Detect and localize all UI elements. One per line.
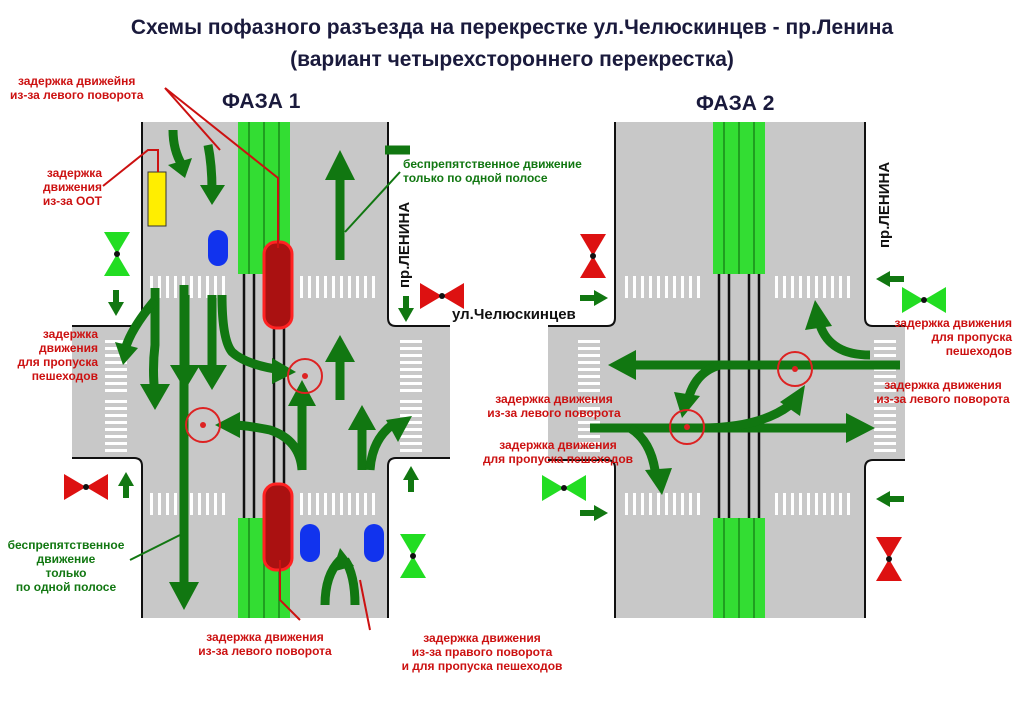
phase2-road bbox=[548, 122, 905, 618]
signal-red-bottom-right-2 bbox=[876, 537, 902, 581]
phase1-conflict-points bbox=[185, 358, 323, 443]
signal-green-bottom-right bbox=[400, 534, 426, 578]
signal-red-top-left-2 bbox=[580, 234, 606, 278]
phase1-leaders bbox=[102, 87, 371, 631]
phase1-label: ФАЗА 1 bbox=[222, 90, 301, 113]
note-pedestrian-left: задержка движения для пропуска пешеходов bbox=[17, 327, 98, 383]
title-line-2: (вариант четырехстороннего перекрестка) bbox=[290, 48, 734, 71]
note-left-turn-top: задержка движейня из-за левого поворота bbox=[10, 74, 144, 102]
title-line-1: Схемы пофазного разъезда на перекрестке … bbox=[130, 16, 894, 39]
tram-top bbox=[262, 240, 294, 330]
note-free-one-lane-top: беспрепятственное движение только по одн… bbox=[403, 157, 582, 185]
note-p2-pedestrian-right: задержка движения для пропуска пешеходов bbox=[894, 316, 1013, 358]
phase2-conflict-points bbox=[669, 351, 813, 445]
note-right-turn-bottom: задержка движения из-за правого поворота… bbox=[401, 631, 563, 673]
bus-stop-vehicle bbox=[147, 171, 167, 227]
street-lenina-phase1: пр.ЛЕНИНА bbox=[396, 201, 413, 288]
signal-green-bottom-left-2 bbox=[542, 475, 586, 501]
phase1-arrowheads bbox=[115, 150, 412, 610]
street-chelyuskintsev: ул.Челюскинцев bbox=[452, 306, 576, 323]
phase1-lane-arrows bbox=[108, 290, 419, 498]
phase2-label: ФАЗА 2 bbox=[696, 92, 775, 115]
phase2-arrows bbox=[590, 323, 900, 471]
note-p2-pedestrian-left: задержка движения для пропуска пешеходов bbox=[482, 438, 634, 466]
signal-green-top-left bbox=[104, 232, 130, 276]
note-oot: задержка движения из-за ООТ bbox=[42, 166, 102, 208]
car-top bbox=[208, 230, 228, 266]
tram-bottom bbox=[262, 482, 294, 572]
street-lenina-phase2: пр.ЛЕНИНА bbox=[876, 161, 893, 248]
note-p2-left-turn-right: задержка движения из-за левого поворота bbox=[876, 378, 1010, 406]
signal-green-top-right-2 bbox=[902, 287, 946, 313]
note-p2-left-turn-left: задержка движения из-за левого поворота bbox=[487, 392, 621, 420]
car-bottom-1 bbox=[300, 524, 320, 562]
phase2-lane-arrows bbox=[580, 271, 904, 521]
car-bottom-2 bbox=[364, 524, 384, 562]
signal-red-bottom-left bbox=[64, 474, 108, 500]
note-left-turn-bottom: задержка движения из-за левого поворота bbox=[198, 630, 332, 658]
note-free-one-lane-bottom: беспрепятственное движение только по одн… bbox=[7, 538, 125, 594]
